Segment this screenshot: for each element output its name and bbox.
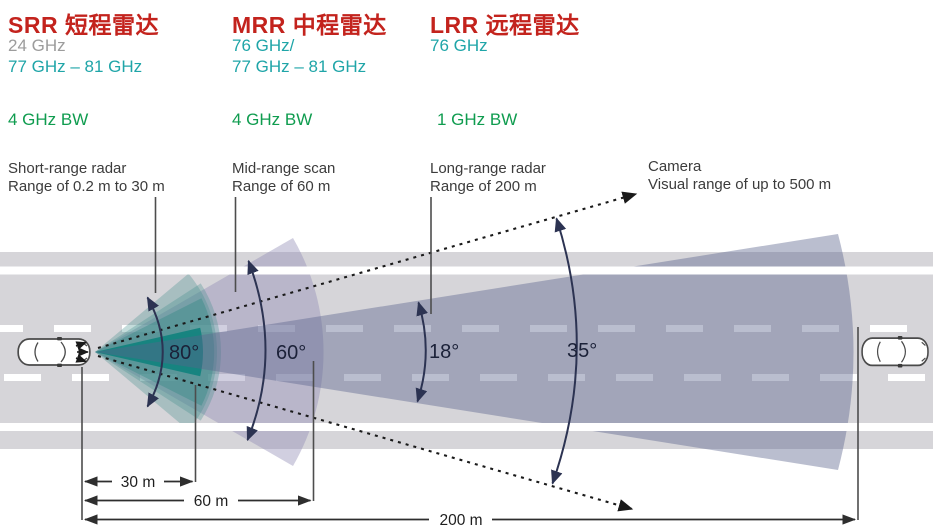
short-range-radar-name: Short-range radar [8,160,127,177]
srr-distance-label: 30 m [121,474,155,491]
distance-labels: 30 m 60 m 200 m [112,472,492,529]
short-range-radar-label: Short-range radar Range of 0.2 m to 30 m [8,160,165,195]
long-range-radar-label: Long-range radar Range of 200 m [430,160,546,195]
srr-angle-label: 80° [169,342,199,364]
mrr-cone [95,238,324,466]
srr-bandwidth: 4 GHz BW [8,110,89,129]
mrr-bandwidth: 4 GHz BW [232,110,313,129]
lrr-bandwidth: 1 GHz BW [437,110,518,129]
header-column-lrr: LRR 远程雷达 [430,6,580,40]
lrr-angle-arc [415,301,428,403]
mid-range-scan-label: Mid-range scan Range of 60 m [232,160,335,195]
long-range-radar-range: Range of 200 m [430,177,537,195]
angle-arcs [146,217,578,485]
lrr-title: LRR 远程雷达 [430,12,580,38]
sensor-emitter-arrows [75,341,89,363]
camera-fov-lines [97,191,638,512]
mid-range-scan-name: Mid-range scan [232,160,336,177]
lrr-distance-label: 200 m [439,512,482,529]
leader-lines [154,197,432,314]
header-column-srr: SRR 短程雷达 [8,6,159,40]
long-range-radar-name: Long-range radar [430,160,546,177]
lrr-angle-label: 18° [429,341,459,363]
measurement-ticks [81,327,859,520]
mrr-angle-arc [246,259,267,442]
target-car [861,336,929,368]
mrr-distance-label: 60 m [194,493,228,510]
camera-angle-arc [551,217,578,485]
camera-name: Camera [648,158,702,175]
srr-angle-arc [146,296,164,408]
camera-range: Visual range of up to 500 m [648,175,832,193]
mrr-angle-label: 60° [276,342,306,364]
srr-title: SRR 短程雷达 [8,12,159,38]
mrr-freq2: 77 GHz – 81 GHz [232,57,367,76]
lrr-cone [95,234,854,470]
lrr-freq1: 76 GHz [430,36,488,55]
short-range-radar-range: Range of 0.2 m to 30 m [8,177,165,195]
camera-angle-label: 35° [567,340,597,362]
mrr-title: MRR 中程雷达 [232,12,387,38]
srr-freq2: 77 GHz – 81 GHz [8,57,143,76]
camera-label: Camera Visual range of up to 500 m [648,158,831,193]
mrr-freq1: 76 GHz/ [232,36,295,55]
header-column-mrr: MRR 中程雷达 [232,6,387,40]
vehicles [17,336,929,368]
srr-freq1: 24 GHz [8,36,66,55]
mid-range-scan-range: Range of 60 m [232,177,331,195]
camera-fov-line-upper [97,191,638,350]
